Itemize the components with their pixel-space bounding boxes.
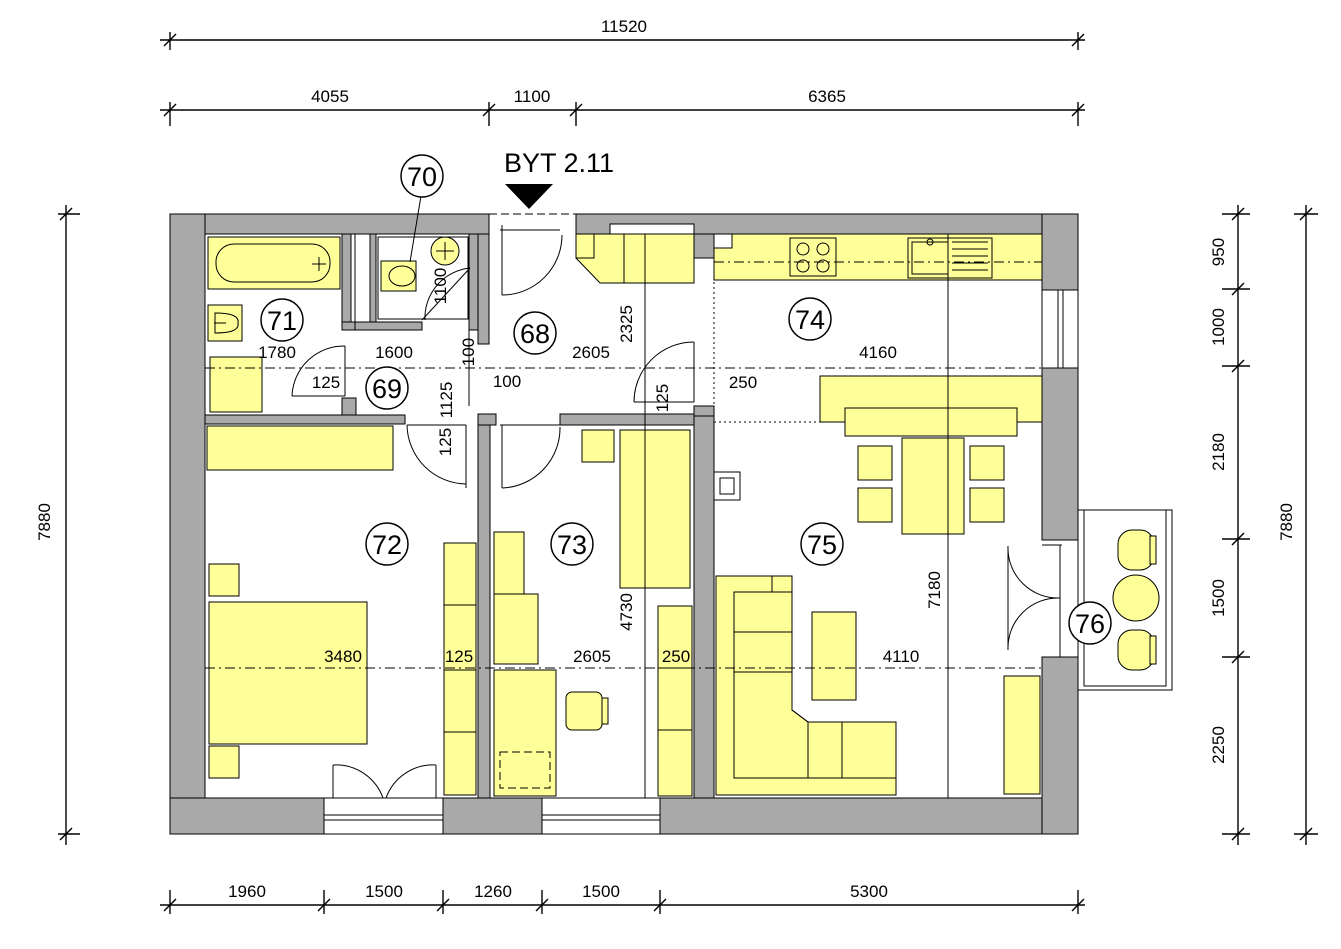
dim-3480: 3480 [324,647,362,666]
bottom-dimension-chain: 1960 1500 1260 1500 5300 [160,882,1085,914]
balcony [1077,509,1173,691]
dim-100-b: 100 [493,372,521,391]
dim-right-seg-5: 2250 [1209,726,1228,764]
inner-dimension-lines [205,234,1042,798]
room73-furniture [493,429,693,797]
kitchen-units [713,233,1043,437]
room-68: 68 [513,311,557,355]
room-72: 72 [365,522,409,566]
apartment-title: BYT 2.11 [504,148,614,178]
entrance-arrow-icon [505,184,553,209]
dim-2605-a: 2605 [572,343,610,362]
room-73: 73 [550,522,594,566]
dim-250-b: 250 [662,647,690,666]
svg-text:71: 71 [267,306,297,336]
dim-125-b: 125 [653,384,672,412]
dim-right-total: 7880 [1277,503,1296,541]
svg-text:69: 69 [372,374,402,404]
top-dimension-chain: 11520 4055 1100 6365 [160,17,1085,126]
dim-bottom-seg-4: 1500 [582,882,620,901]
dim-2605-b: 2605 [573,647,611,666]
svg-text:72: 72 [372,530,402,560]
right-dimension-chain: 950 1000 2180 1500 2250 7880 [1209,205,1318,845]
dim-top-seg-2: 1100 [514,87,551,106]
inner-dimension-texts: 1780 1600 100 2605 2325 4160 125 1125 10… [258,268,944,666]
dim-250-a: 250 [729,373,757,392]
exterior-walls [169,213,1079,835]
room-74: 74 [788,297,832,341]
dim-bottom-seg-2: 1500 [365,882,403,901]
room-labels: 68 69 70 71 72 73 74 75 [260,154,1112,645]
dim-top-seg-1: 4055 [311,87,349,106]
interior-walls [204,233,741,799]
room-69: 69 [365,366,409,410]
dim-125-a: 125 [312,373,340,392]
dim-100-a: 100 [459,338,478,366]
hall-furniture [575,233,695,284]
dim-7180: 7180 [925,571,944,609]
living-room-furniture [715,575,1041,796]
dim-1125: 1125 [437,382,456,419]
dim-4730: 4730 [617,593,636,631]
dim-1780: 1780 [258,343,296,362]
dim-4110: 4110 [883,647,920,666]
dim-125-d: 125 [445,647,473,666]
windows [323,223,1079,835]
dim-1600: 1600 [375,343,413,362]
svg-text:68: 68 [520,319,550,349]
dim-4160: 4160 [859,343,897,362]
svg-text:70: 70 [407,162,437,192]
dim-left-total: 7880 [35,503,54,541]
bedroom-furniture [206,425,477,796]
dim-bottom-seg-5: 5300 [850,882,888,901]
dim-top-seg-3: 6365 [808,87,846,106]
room-70: 70 [400,154,444,198]
left-dimension: 7880 [35,205,80,845]
room-71: 71 [260,298,304,342]
dim-top-total: 11520 [601,17,647,36]
svg-text:75: 75 [807,530,837,560]
dim-right-seg-4: 1500 [1209,579,1228,617]
dim-right-seg-3: 2180 [1209,433,1228,471]
dim-1100: 1100 [431,268,450,305]
dim-125-c: 125 [436,428,455,456]
svg-text:74: 74 [795,305,825,335]
dim-bottom-seg-3: 1260 [474,882,512,901]
dim-right-seg-2: 1000 [1209,308,1228,346]
room-76: 76 [1068,601,1112,645]
bathroom-fixtures [207,236,341,413]
wc-fixtures [377,195,469,320]
svg-text:76: 76 [1075,609,1105,639]
dim-right-seg-1: 950 [1209,238,1228,266]
room-75: 75 [800,522,844,566]
svg-text:73: 73 [557,530,587,560]
doors [291,213,1062,799]
dim-2325: 2325 [617,305,636,343]
dim-bottom-seg-1: 1960 [228,882,266,901]
dining-set [857,437,1005,535]
